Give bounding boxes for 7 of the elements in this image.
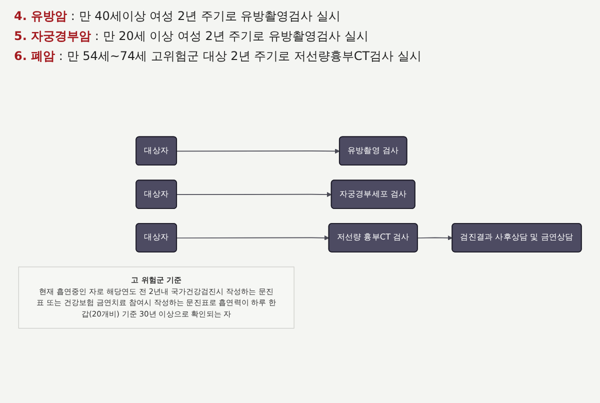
section-heading: 4. 유방암 : 만 40세이상 여성 2년 주기로 유방촬영검사 실시 — [14, 8, 341, 25]
arrow — [176, 235, 330, 240]
arrow — [417, 235, 453, 240]
arrow — [176, 192, 332, 198]
section-heading: 5. 자궁경부암 : 만 20세 이상 여성 2년 주기로 유방촬영검사 실시 — [14, 28, 368, 45]
section-heading: 6. 폐암 : 만 54세~74세 고위험군 대상 2년 주기로 저선량흉부CT검사 실시 — [14, 48, 422, 65]
arrow — [176, 148, 340, 154]
